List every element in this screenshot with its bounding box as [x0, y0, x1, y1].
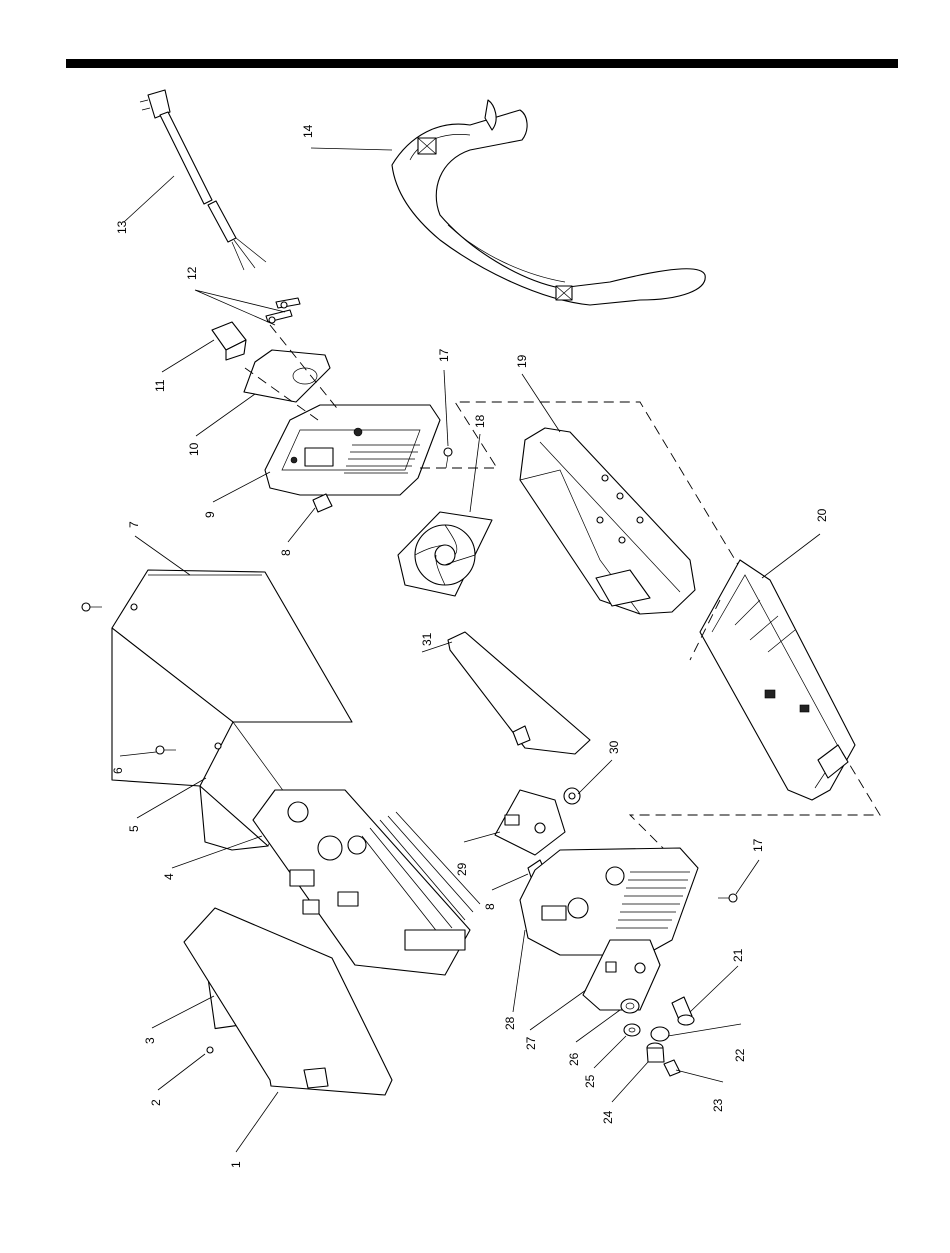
screw-23	[664, 1060, 680, 1076]
callout-30: 30	[607, 740, 621, 754]
callout-26: 26	[567, 1052, 581, 1066]
callout-25: 25	[583, 1074, 597, 1088]
callout-3: 3	[143, 1037, 157, 1044]
base-tray	[700, 560, 855, 800]
carrying-strap	[392, 100, 705, 305]
callout-11: 11	[153, 379, 167, 392]
power-cord	[140, 90, 266, 270]
callout-7: 7	[127, 521, 141, 528]
callout-1: 1	[229, 1161, 243, 1168]
screw-top	[82, 603, 102, 611]
screws-12	[266, 298, 300, 323]
screw-17-upper	[444, 448, 452, 468]
washer-25	[624, 1024, 640, 1036]
clip-8-upper	[313, 494, 332, 512]
front-cover	[520, 848, 698, 955]
callout-23: 23	[711, 1098, 725, 1112]
screw-2	[207, 1047, 213, 1053]
cooling-fan	[398, 512, 492, 596]
callout-27: 27	[524, 1036, 538, 1050]
callout-6: 6	[111, 767, 125, 774]
rear-cover	[265, 405, 440, 495]
shield-plate	[448, 632, 590, 754]
callout-8-upper: 8	[279, 549, 293, 556]
header-rule	[66, 59, 898, 68]
callout-8-lower: 8	[483, 903, 497, 910]
callout-5: 5	[127, 825, 141, 832]
callout-21: 21	[731, 948, 745, 962]
callout-13: 13	[115, 220, 129, 234]
insulator-24	[647, 1043, 664, 1062]
callout-14: 14	[301, 124, 315, 138]
washer-26	[621, 999, 639, 1013]
callout-2: 2	[149, 1099, 163, 1106]
callout-20: 20	[815, 508, 829, 522]
switch	[212, 322, 246, 360]
callout-24: 24	[601, 1110, 615, 1124]
callout-9: 9	[203, 511, 217, 518]
chassis-bracket	[520, 428, 695, 614]
callout-10: 10	[187, 442, 201, 456]
knob-30	[564, 788, 580, 804]
callout-31: 31	[420, 632, 434, 646]
callout-19: 19	[515, 354, 529, 368]
callout-18: 18	[473, 414, 487, 428]
callout-22: 22	[733, 1048, 747, 1062]
callout-4: 4	[162, 873, 176, 880]
callout-12: 12	[185, 266, 199, 280]
callout-17-lower: 17	[751, 838, 765, 852]
callout-29: 29	[455, 862, 469, 876]
screw-17-lower	[718, 894, 737, 902]
callout-28: 28	[503, 1016, 517, 1030]
control-board	[495, 790, 565, 855]
label-sheet	[244, 350, 330, 402]
callout-17-upper: 17	[437, 348, 451, 362]
nut-22	[651, 1027, 669, 1041]
